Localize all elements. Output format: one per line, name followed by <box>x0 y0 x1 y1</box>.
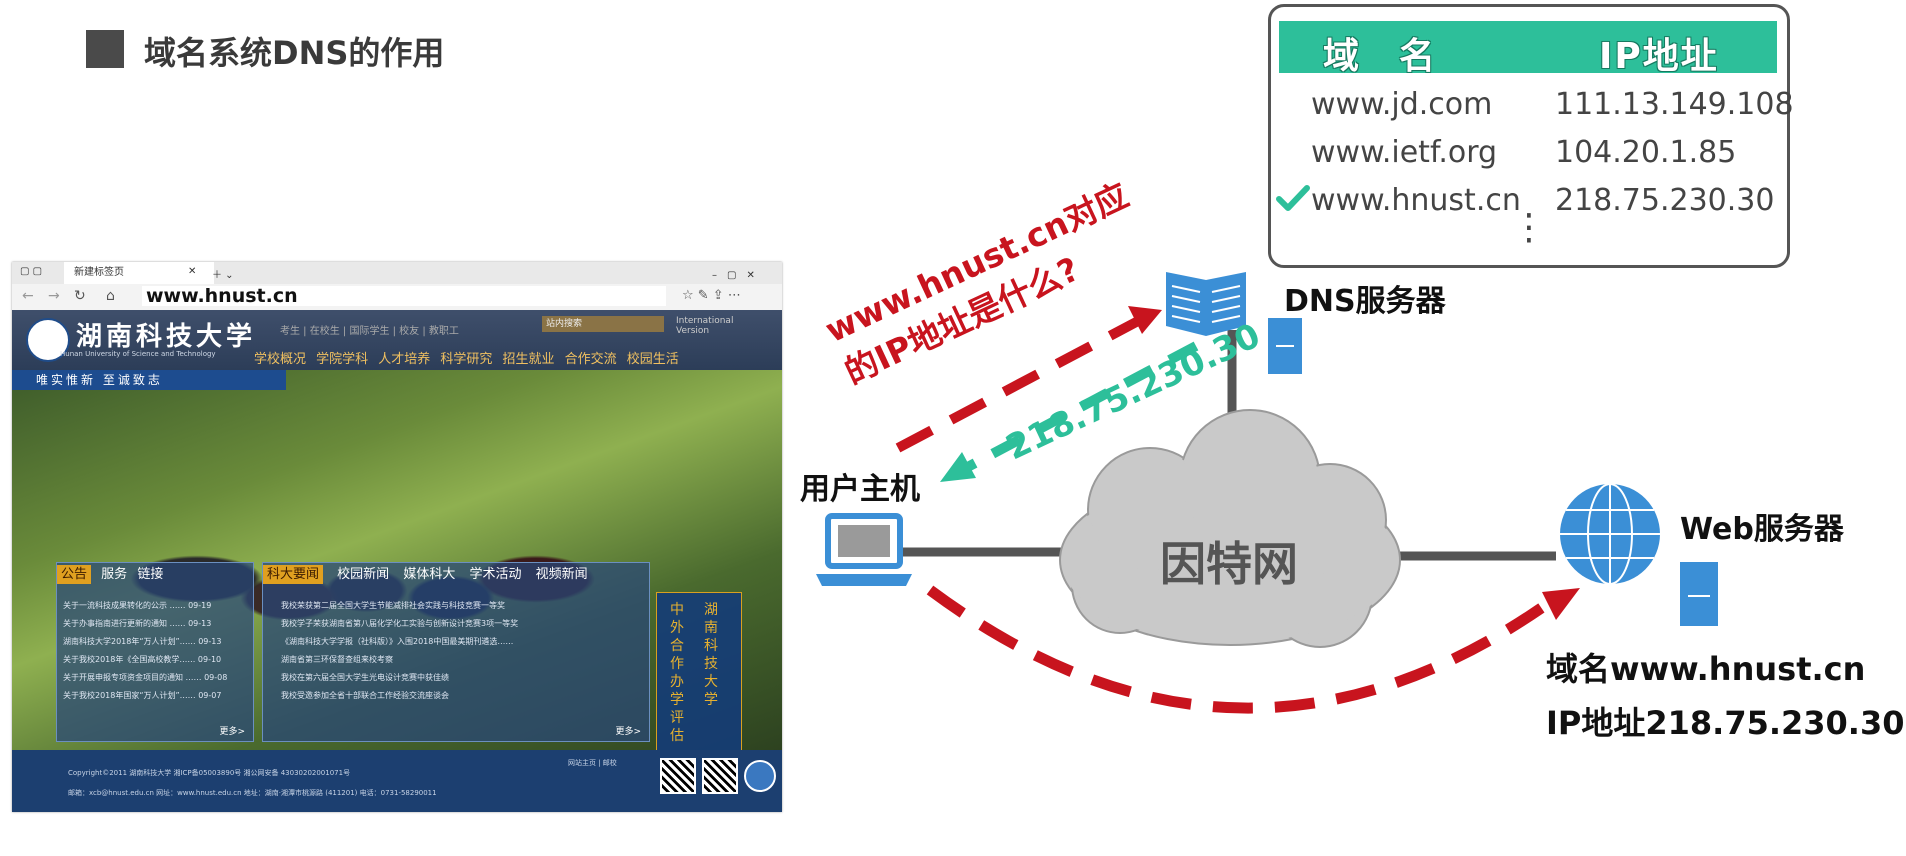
table-row-ip: 218.75.230.30 <box>1555 183 1775 218</box>
user-host-label: 用户主机 <box>800 472 920 507</box>
home-icon[interactable]: ⌂ <box>106 288 115 304</box>
title-bullet <box>86 30 124 68</box>
top-links[interactable]: 考生 | 在校生 | 国际学生 | 校友 | 教职工 <box>280 326 459 337</box>
list-item[interactable]: 我校在第六届全国大学生光电设计竞赛中获佳绩 <box>281 673 449 682</box>
university-logo-icon <box>26 318 70 362</box>
dns-table: 域 名 IP地址 www.jd.com 111.13.149.108 www.i… <box>1268 4 1794 268</box>
ellipsis: ⋮ <box>1511 207 1547 248</box>
footer-contact: 邮箱：xcb@hnust.edu.cn 网址：www.hnust.edu.cn … <box>68 789 437 797</box>
more-link[interactable]: 更多> <box>615 727 641 737</box>
site-header: 湖南科技大学 Hunan University of Science and T… <box>12 310 782 370</box>
slogan-bar: 唯实惟新 至诚致志 <box>12 370 286 390</box>
web-domain-line: 域名www.hnust.cn <box>1546 650 1866 688</box>
table-row-ip: 111.13.149.108 <box>1555 87 1794 122</box>
web-server-info: 域名www.hnust.cn IP地址218.75.230.30 <box>1546 642 1905 750</box>
page-title: 域名系统DNS的作用 <box>144 34 445 72</box>
list-item[interactable]: 我校受邀参加全省十部联合工作经验交流座谈会 <box>281 691 449 700</box>
window-controls[interactable]: – ▢ ✕ <box>712 270 755 281</box>
qr-code-icon <box>660 758 696 794</box>
tab-campus-news[interactable]: 校园新闻 <box>337 567 390 582</box>
vertical-text-left: 中外合作办学评估 <box>670 602 684 744</box>
address-bar: ← → ↻ ⌂ www.hnust.cn ☆ ✎ ⇪ ⋯ <box>12 284 782 311</box>
web-server-globe-icon <box>1560 483 1718 626</box>
table-row-ip: 104.20.1.85 <box>1555 135 1737 170</box>
laptop-icon <box>816 513 912 586</box>
list-item[interactable]: 关于我校2018年《全国高校教学…… 09-10 <box>63 655 222 664</box>
query-arrowhead <box>1128 306 1162 334</box>
tab-new[interactable]: 新建标签页 <box>64 262 214 284</box>
footer-copyright: Copyright©2011 湖南科技大学 湘ICP备05003890号 湘公网… <box>68 769 351 777</box>
tab-service[interactable]: 服务 <box>101 567 128 582</box>
check-icon <box>1276 185 1310 211</box>
table-row-domain: www.hnust.cn <box>1311 183 1521 218</box>
web-ip-line: IP地址218.75.230.30 <box>1546 704 1905 742</box>
more-link[interactable]: 更多> <box>219 727 245 737</box>
site-name-en: Hunan University of Science and Technolo… <box>60 350 216 358</box>
tab-news-main[interactable]: 科大要闻 <box>263 565 324 584</box>
url-input[interactable]: www.hnust.cn <box>142 286 666 306</box>
access-arrow <box>926 585 1554 714</box>
browser-screenshot: ▢ ▢ 新建标签页 ✕ ＋ ⌄ – ▢ ✕ ← → ↻ ⌂ www.hnust.… <box>12 262 782 812</box>
access-arrowhead <box>1542 588 1580 620</box>
ip-column-header: IP地址 <box>1599 36 1719 77</box>
site-name: 湖南科技大学 <box>76 322 257 352</box>
dns-table-header: 域 名 IP地址 <box>1279 21 1777 77</box>
vertical-text-right: 湖南科技大学 <box>704 602 718 708</box>
list-item[interactable]: 关于一流科技成果转化的公示 …… 09-19 <box>63 601 212 610</box>
domain-column-header: 域 名 <box>1323 36 1438 77</box>
dns-server-label: DNS服务器 <box>1284 284 1446 319</box>
list-item[interactable]: 《湖南科技大学学报（社科版）》入围2018中国最美期刊遴选…… <box>281 637 514 646</box>
toolbar-icons[interactable]: ☆ ✎ ⇪ ⋯ <box>682 288 741 303</box>
back-icon[interactable]: ← <box>22 288 34 304</box>
list-item[interactable]: 关于开展申报专项资金项目的通知 …… 09-08 <box>63 673 228 682</box>
table-row-domain: www.jd.com <box>1311 87 1493 122</box>
main-nav[interactable]: 学校概况 学院学科 人才培养 科学研究 招生就业 合作交流 校园生活 <box>254 352 679 367</box>
answer-arrowhead <box>940 452 976 482</box>
tab-actions-icon[interactable]: ▢ ▢ <box>20 266 43 277</box>
refresh-icon[interactable]: ↻ <box>74 288 86 304</box>
vertical-banner[interactable]: 中外合作办学评估 湖南科技大学 <box>656 592 742 764</box>
close-icon[interactable]: ✕ <box>188 266 197 277</box>
site-footer: Copyright©2011 湖南科技大学 湘ICP备05003890号 湘公网… <box>12 750 782 812</box>
list-item[interactable]: 湖南科技大学2018年“万人计划”…… 09-13 <box>63 637 222 646</box>
tab-links[interactable]: 链接 <box>137 567 164 582</box>
tab-bar: ▢ ▢ 新建标签页 ✕ ＋ ⌄ – ▢ ✕ <box>12 262 782 284</box>
web-server-label: Web服务器 <box>1680 512 1844 547</box>
qr-code-icon <box>702 758 738 794</box>
notice-panel: 公告 服务 链接 关于一流科技成果转化的公示 …… 09-19 关于办事指南进行… <box>56 562 254 742</box>
new-tab-icon[interactable]: ＋ ⌄ <box>212 270 234 281</box>
list-item[interactable]: 我校学子荣获湖南省第八届化学化工实验与创新设计竞赛3项一等奖 <box>281 619 519 628</box>
tab-notice[interactable]: 公告 <box>57 565 92 584</box>
forward-icon[interactable]: → <box>48 288 60 304</box>
list-item[interactable]: 湖南省第三环保督查组来校考察 <box>281 655 393 664</box>
dns-server-icon <box>1166 272 1302 374</box>
tab-media[interactable]: 媒体科大 <box>403 567 456 582</box>
tab-academic[interactable]: 学术活动 <box>469 567 522 582</box>
query-arrow <box>895 315 1143 453</box>
tab-video[interactable]: 视频新闻 <box>535 567 588 582</box>
table-row-domain: www.ietf.org <box>1311 135 1498 170</box>
site-search-input[interactable]: 站内搜索 <box>542 316 664 332</box>
news-panel: 科大要闻 校园新闻 媒体科大 学术活动 视频新闻 我校荣获第二届全国大学生节能减… <box>262 562 650 742</box>
badge-icon <box>744 760 776 792</box>
list-item[interactable]: 我校荣获第二届全国大学生节能减排社会实践与科技竞赛一等奖 <box>281 601 505 610</box>
intl-link[interactable]: International Version <box>676 316 734 336</box>
list-item[interactable]: 关于我校2018年国家“万人计划”…… 09-07 <box>63 691 222 700</box>
footer-links[interactable]: 网站主页 | 邮校 <box>568 759 617 767</box>
internet-label: 因特网 <box>1160 537 1298 591</box>
list-item[interactable]: 关于办事指南进行更新的通知 …… 09-13 <box>63 619 212 628</box>
answer-arrow <box>959 341 1199 475</box>
